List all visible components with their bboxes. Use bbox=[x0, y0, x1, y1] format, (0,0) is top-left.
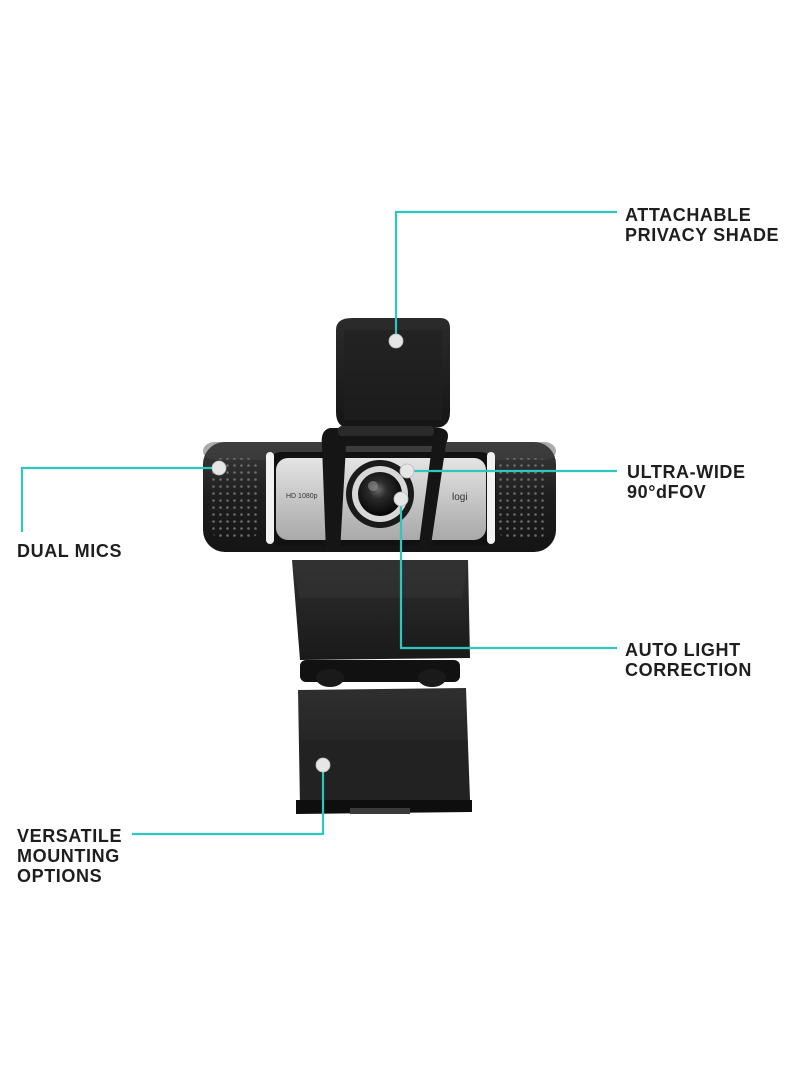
privacy-shade-dot bbox=[388, 333, 404, 349]
resolution-badge: HD 1080p bbox=[286, 493, 318, 500]
mounting-label-line-2: MOUNTING bbox=[17, 846, 120, 866]
mounting-label-line-3: OPTIONS bbox=[17, 866, 103, 886]
dual-mics-leader bbox=[20, 466, 220, 532]
mounting-label-line-1: VERSATILE bbox=[17, 826, 123, 846]
auto-light-dot bbox=[393, 491, 409, 507]
right-light-strip bbox=[487, 452, 495, 544]
dual-mics-dot bbox=[211, 460, 227, 476]
auto-light-label-line-1: AUTO LIGHT bbox=[625, 640, 741, 660]
camera-body: HD 1080p logi bbox=[203, 442, 556, 552]
privacy-shade-label-line-2: PRIVACY SHADE bbox=[625, 225, 780, 245]
mounting-dot bbox=[315, 757, 331, 773]
right-mic-grille bbox=[498, 458, 548, 538]
privacy-shade-label-line-1: ATTACHABLE bbox=[625, 205, 752, 225]
ultra-wide-label-line-1: ULTRA-WIDE bbox=[627, 462, 746, 482]
ultra-wide-dot bbox=[399, 463, 415, 479]
dual-mics-label-line-1: DUAL MICS bbox=[17, 541, 123, 561]
callout-lines bbox=[20, 210, 617, 836]
auto-light-label-line-2: CORRECTION bbox=[625, 660, 752, 680]
privacy-shade-leader bbox=[394, 210, 617, 341]
ultra-wide-label-line-2: 90°dFOV bbox=[627, 482, 707, 502]
left-mic-grille bbox=[211, 458, 259, 538]
mounting-clip bbox=[292, 560, 472, 814]
camera-lens bbox=[358, 472, 402, 516]
mounting-label: VERSATILE MOUNTING OPTIONS bbox=[17, 826, 122, 886]
privacy-shade bbox=[321, 318, 450, 552]
dual-mics-label: DUAL MICS bbox=[17, 541, 122, 561]
ultra-wide-label: ULTRA-WIDE 90°dFOV bbox=[627, 462, 746, 502]
logi-logo: logi bbox=[452, 492, 468, 503]
mounting-leader bbox=[132, 766, 325, 836]
left-light-strip bbox=[266, 452, 274, 544]
auto-light-label: AUTO LIGHT CORRECTION bbox=[625, 640, 752, 680]
privacy-shade-label: ATTACHABLE PRIVACY SHADE bbox=[625, 205, 779, 245]
callout-dots bbox=[211, 333, 415, 773]
auto-light-leader bbox=[399, 500, 617, 650]
